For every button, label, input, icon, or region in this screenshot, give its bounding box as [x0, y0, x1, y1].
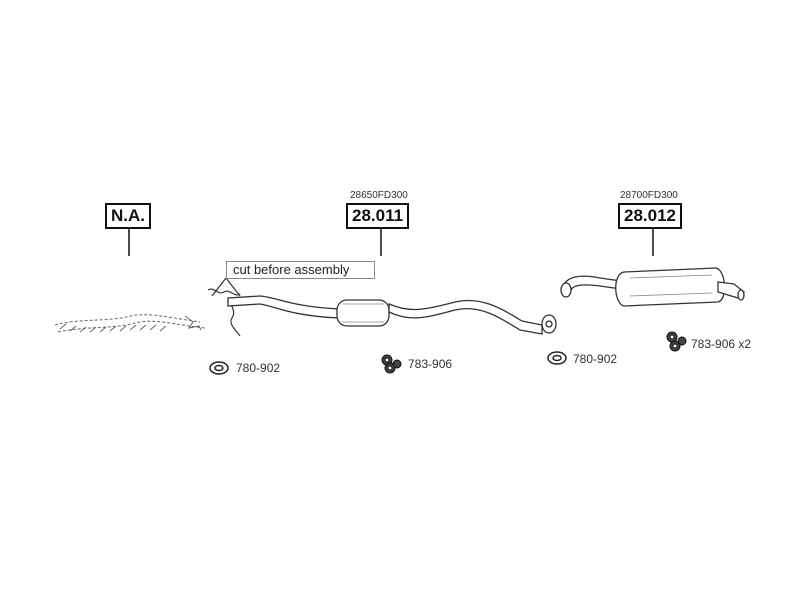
front-pipe-sketch: [54, 314, 206, 333]
gasket-icon: [547, 351, 567, 365]
gasket-icon: [209, 361, 229, 375]
fitting-code-gasket-front: 780-902: [236, 361, 281, 375]
part-code-front: 28.011: [346, 203, 410, 229]
oem-number-rear: 28700FD300: [620, 190, 678, 201]
fitting-code-hanger-mid: 783-906: [408, 357, 453, 371]
rear-muffler-assembly: [560, 267, 745, 307]
rubber-hanger-icon: [381, 354, 402, 374]
assembly-note: cut before assembly: [226, 261, 375, 279]
rubber-hanger-icon: [666, 331, 687, 352]
cut-marks: [207, 277, 241, 337]
part-code-na: N.A.: [105, 203, 151, 229]
part-code-rear: 28.012: [618, 203, 682, 229]
fitting-code-gasket-rear: 780-902: [573, 352, 618, 366]
oem-number-front: 28650FD300: [350, 190, 408, 201]
fitting-code-hanger-rear: 783-906 x2: [691, 337, 752, 351]
front-pipe-assembly: [227, 295, 557, 335]
